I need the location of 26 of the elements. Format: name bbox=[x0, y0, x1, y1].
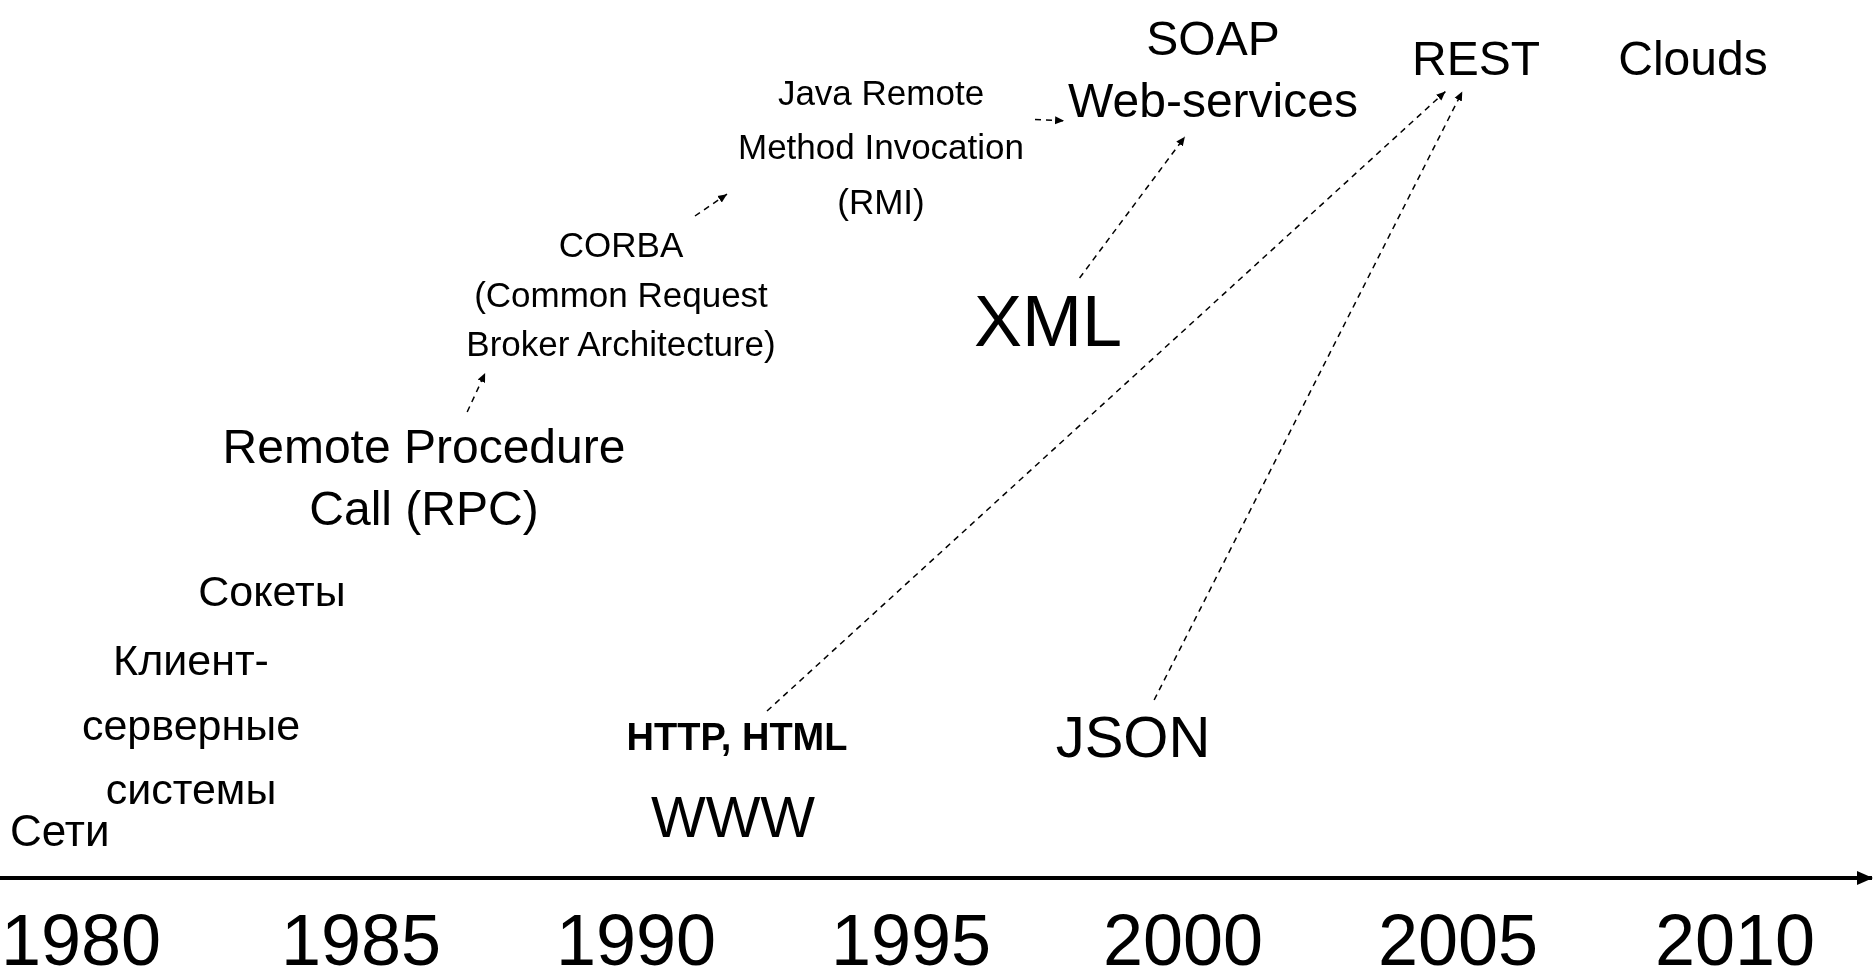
technology-label: Remote Procedure Call (RPC) bbox=[184, 416, 664, 541]
technology-label: Сокеты bbox=[198, 566, 346, 618]
technology-label: Web-services bbox=[1068, 73, 1358, 130]
year-label: 1995 bbox=[830, 908, 992, 973]
technology-label: CORBA bbox=[557, 224, 685, 266]
technology-label: HTTP, HTML bbox=[626, 715, 848, 761]
technology-label: SOAP bbox=[1145, 11, 1281, 67]
year-label: 1990 bbox=[555, 908, 717, 973]
dashed-arrow bbox=[1078, 136, 1186, 279]
dashed-arrow bbox=[466, 372, 486, 413]
technology-label: JSON bbox=[1055, 704, 1211, 771]
dashed-arrow bbox=[1153, 90, 1464, 701]
year-label: 2000 bbox=[1102, 908, 1264, 973]
year-label: 2010 bbox=[1654, 908, 1816, 973]
year-label: 1985 bbox=[280, 908, 442, 973]
dashed-arrow bbox=[766, 90, 1447, 712]
technology-label: XML bbox=[974, 282, 1122, 362]
year-label: 1980 bbox=[0, 908, 162, 973]
technology-label: WWW bbox=[650, 784, 816, 851]
technology-label: REST bbox=[1412, 30, 1540, 88]
dashed-arrow bbox=[1034, 116, 1065, 125]
technology-label: Clouds bbox=[1618, 30, 1768, 88]
technology-label: (Common Request Broker Architecture) bbox=[465, 273, 777, 366]
technology-label: Java Remote Method Invocation (RMI) bbox=[731, 66, 1031, 229]
dashed-arrow bbox=[694, 193, 728, 217]
year-label: 2005 bbox=[1377, 908, 1539, 973]
